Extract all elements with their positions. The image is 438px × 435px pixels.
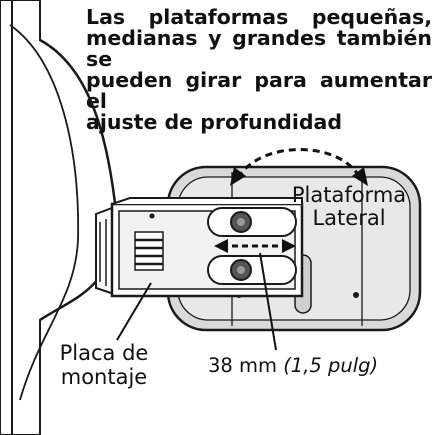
rotation-note: Las plataformas pequeñas, medianas y gra…: [86, 7, 432, 133]
dimension-label: 38 mm (1,5 pulg): [208, 355, 378, 377]
mounting-plate: [110, 197, 304, 298]
plate-label: Placa de montaje: [44, 341, 164, 389]
plate-label-line-1: Placa de: [59, 341, 149, 365]
slide-arrow: [214, 239, 296, 253]
dimension-imperial: (1,5 pulg): [283, 354, 379, 377]
note-line-1: Las plataformas pequeñas,: [86, 5, 432, 29]
platform-label: Plataforma Lateral: [279, 184, 419, 230]
dimension-leader-line: [259, 252, 277, 351]
side-mount-surface: [0, 0, 120, 435]
platform-label-line-2: Lateral: [312, 206, 386, 230]
plate-label-line-2: montaje: [60, 365, 148, 389]
note-line-2: medianas y grandes también se: [86, 26, 432, 71]
note-line-3: pueden girar para aumentar el: [86, 68, 432, 113]
dimension-metric: 38 mm: [208, 354, 284, 377]
note-line-4: ajuste de profundidad: [86, 110, 343, 134]
platform-label-line-1: Plataforma: [291, 183, 407, 207]
plate-leader-line: [116, 282, 152, 341]
rotation-arrow: [230, 148, 368, 186]
